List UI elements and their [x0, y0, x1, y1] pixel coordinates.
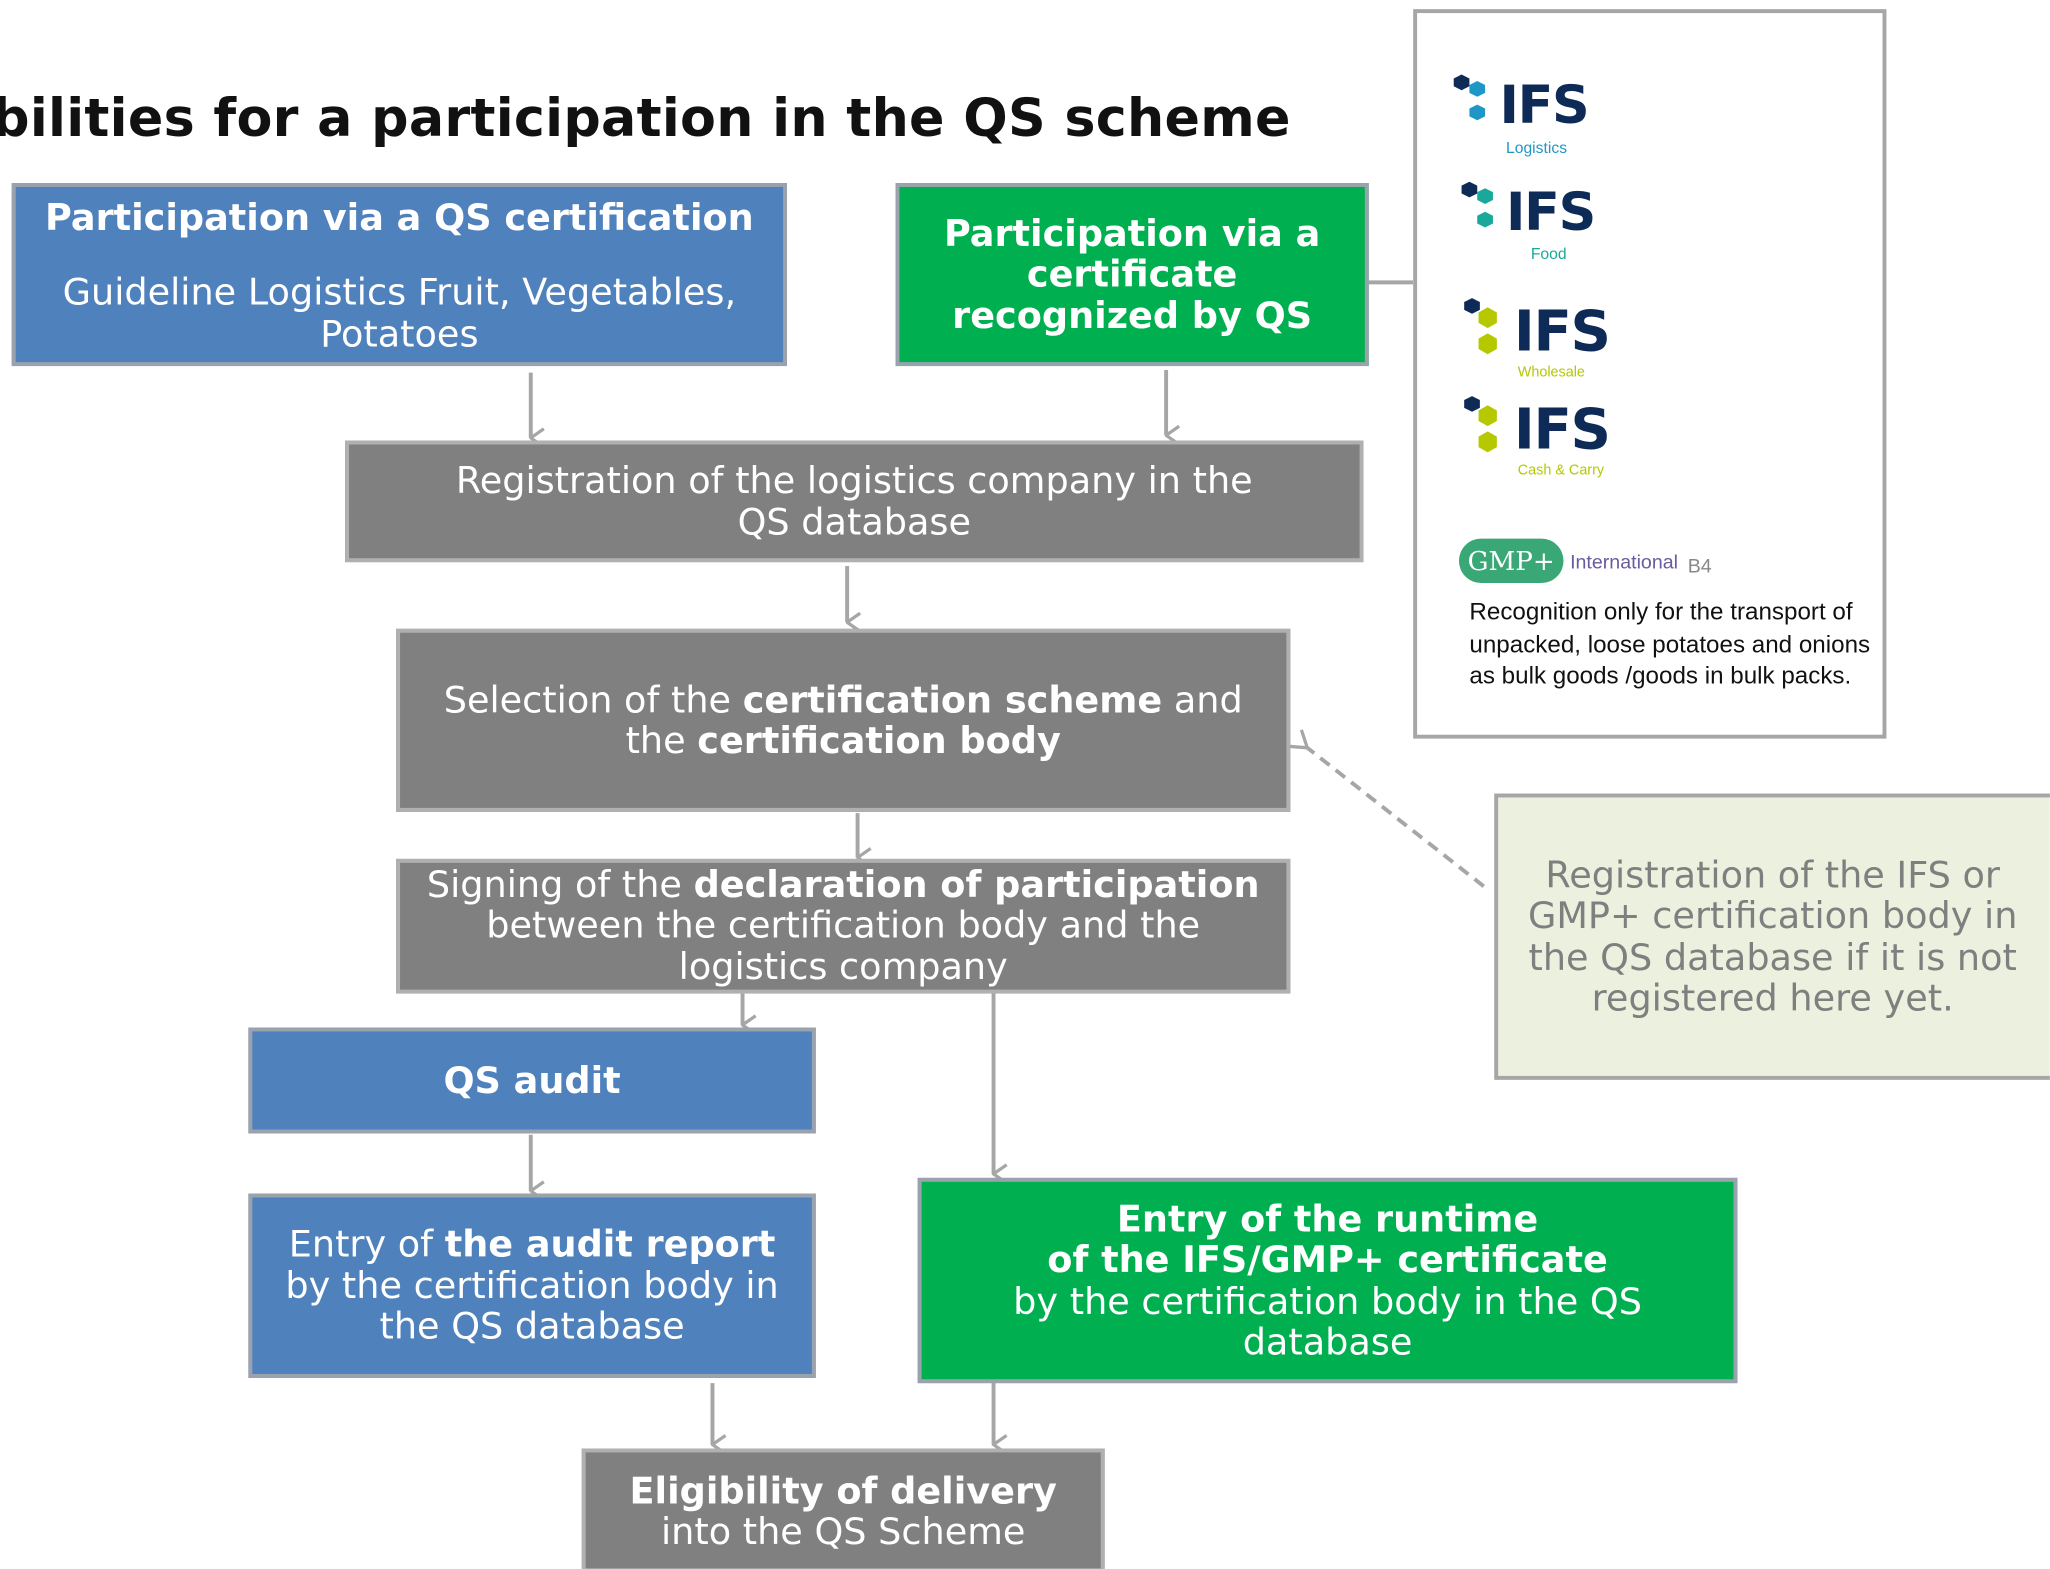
signing-line-1: Signing of the declaration of participat…	[427, 864, 1260, 905]
box-qs-audit: QS audit	[248, 1027, 816, 1134]
box-recognized-certificate: Participation via a certificate recogniz…	[895, 183, 1369, 367]
recognition-note: Recognition only for the transport of un…	[1469, 597, 1871, 689]
box-audit-entry: Entry of the audit report by the certifi…	[248, 1193, 816, 1378]
ifs-cash-carry-word: IFS	[1513, 397, 1611, 463]
gmp-international-label: International	[1570, 551, 1679, 574]
ifs-registration-text: Registration of the IFS or GMP+ certific…	[1527, 853, 2018, 1020]
runtime-entry-text-1: by the certification body in the QS data…	[1013, 1279, 1642, 1364]
audit-entry-bold-1: the audit report	[444, 1222, 776, 1267]
signing-text-1: Signing of the	[426, 862, 694, 906]
ifs-cash-carry-hex-icon	[1464, 396, 1497, 453]
gmp-plus-badge: GMP+	[1458, 538, 1564, 584]
selection-bold-2: certification body	[697, 719, 1061, 763]
ifs-food-hex-icon	[1461, 181, 1493, 228]
runtime-entry-bold-1: Entry of the runtime	[1116, 1197, 1539, 1241]
recognized-standards-panel: IFS Logistics IFS Food IFS Wholesale	[1413, 9, 1887, 739]
box-selection: Selection of the certification scheme an…	[396, 628, 1291, 812]
ifs-logistics-hex-icon	[1453, 74, 1486, 121]
ifs-wholesale-hex-icon	[1464, 298, 1497, 355]
box-signing: Signing of the declaration of participat…	[396, 858, 1291, 994]
ifs-wholesale-word: IFS	[1513, 299, 1611, 365]
eligibility-text-1: into the QS Scheme	[661, 1510, 1026, 1554]
signing-bold-1: declaration of participation	[693, 862, 1260, 906]
selection-bold-1: certification scheme	[742, 678, 1163, 722]
ifs-wholesale-sub: Wholesale	[1517, 364, 1585, 381]
qs-certification-heading: Participation via a QS certification	[45, 196, 754, 240]
gmp-b4-label: B4	[1687, 555, 1712, 578]
selection-text-1: Selection of the	[443, 678, 743, 722]
qs-certification-body: Guideline Logistics Fruit, Vegetables, P…	[62, 271, 737, 356]
dashed-arrow-ifs-registration-to-selection	[1307, 748, 1485, 888]
page-title: bilities for a participation in the QS s…	[0, 88, 1291, 150]
audit-entry-text-1: Entry of	[288, 1222, 445, 1267]
box-ifs-registration: Registration of the IFS or GMP+ certific…	[1494, 793, 2050, 1080]
registration-text: Registration of the logistics company in…	[455, 459, 1253, 544]
runtime-entry-bold-2: of the IFS/GMP+ certificate	[1047, 1238, 1608, 1282]
eligibility-bold-1: Eligibility of delivery	[629, 1469, 1057, 1513]
qs-audit-text: QS audit	[443, 1058, 621, 1102]
box-qs-certification: Participation via a QS certification Gui…	[11, 183, 787, 367]
ifs-logistics-word: IFS	[1499, 75, 1589, 136]
ifs-food-word: IFS	[1506, 183, 1596, 244]
audit-entry-line-1: Entry of the audit report	[289, 1224, 776, 1265]
recognized-certificate-heading: Participation via a certificate recogniz…	[943, 211, 1321, 337]
box-eligibility: Eligibility of delivery into the QS Sche…	[581, 1448, 1105, 1569]
signing-text-2: between the certification body and the l…	[486, 903, 1201, 988]
ifs-food-sub: Food	[1530, 244, 1567, 263]
box-registration: Registration of the logistics company in…	[345, 440, 1364, 563]
audit-entry-text-2: by the certification body in the QS data…	[285, 1263, 779, 1349]
ifs-logistics-sub: Logistics	[1506, 138, 1568, 157]
selection-text: Selection of the certification scheme an…	[413, 679, 1273, 761]
ifs-cash-carry-sub: Cash & Carry	[1517, 462, 1605, 479]
box-runtime-entry: Entry of the runtime of the IFS/GMP+ cer…	[917, 1177, 1738, 1384]
selection-text-2: and the	[625, 678, 1243, 763]
